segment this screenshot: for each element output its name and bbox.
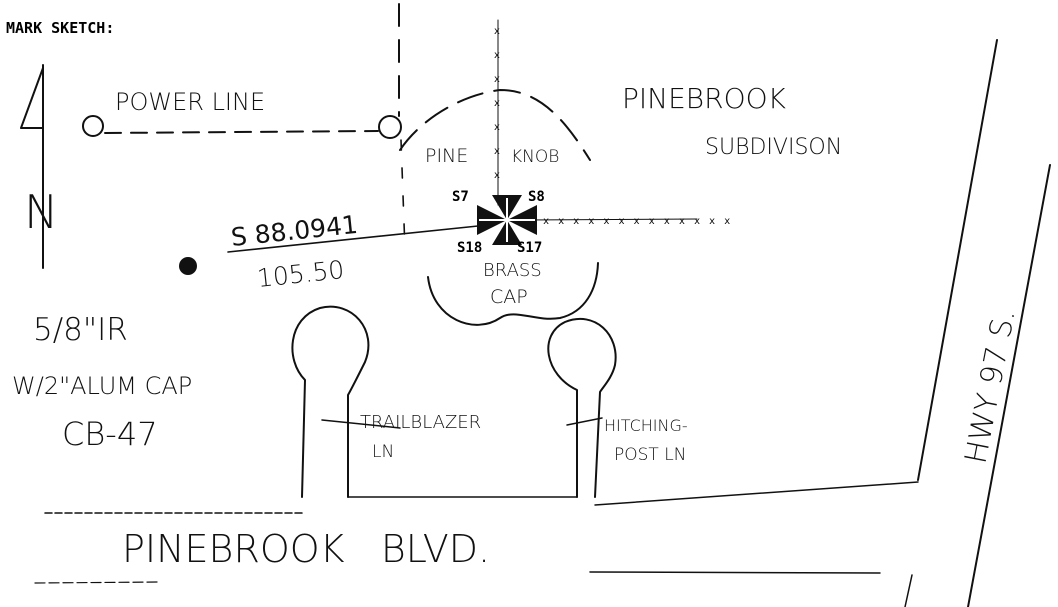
pine-label: PINE	[425, 145, 468, 167]
hwy-97-east-edge	[967, 164, 1051, 607]
hwy-97-west-edge	[917, 39, 998, 481]
trailblazer-label: TRAILBLAZER	[360, 412, 481, 433]
hitching-label: HITCHING-	[604, 416, 688, 435]
trailblazer-ln-road	[291, 305, 370, 498]
iron-rod-monument	[179, 257, 197, 275]
corner-mark-s7: S7	[452, 189, 469, 205]
iron-rod-label: 5/8"IR	[33, 312, 128, 348]
svg-text:x: x	[494, 122, 500, 133]
knob-label: KNOB	[511, 147, 559, 167]
fence-east: x x x x x x x x x x x x x x	[524, 216, 733, 227]
north-arrow: N	[20, 64, 58, 269]
corner-mark-s8: S8	[528, 189, 545, 205]
iron-rod-cap-label: W/2"ALUM CAP	[12, 372, 192, 400]
svg-text:x: x	[494, 170, 500, 181]
iron-rod-id: CB-47	[62, 415, 158, 453]
blvd-label: PINEBROOK BLVD.	[122, 527, 490, 571]
cap-mound-contour	[427, 262, 599, 326]
north-label: N	[24, 185, 58, 239]
power-line: POWER LINE	[82, 3, 406, 251]
svg-text:x: x	[494, 74, 500, 85]
svg-text:x: x	[494, 50, 500, 61]
hitching-post-ln-road	[547, 317, 617, 498]
svg-text:x: x	[494, 98, 500, 109]
hitching-suffix: POST LN	[614, 445, 686, 465]
tie-distance: 105.50	[256, 255, 346, 293]
hwy-97-label: HWY 97 S.	[958, 306, 1022, 466]
power-pole-east	[378, 115, 402, 139]
cap-label: CAP	[490, 286, 528, 308]
svg-text:x x x x x x x x x x x x x x: x x x x x x x x x x x x x x	[528, 216, 733, 227]
subdivision-label: SUBDIVISON	[705, 135, 842, 160]
subdivision-name: PINEBROOK	[622, 82, 787, 115]
corner-mark-s18: S18	[457, 240, 482, 256]
sketch-title: MARK SKETCH:	[6, 19, 114, 37]
tie-line	[227, 225, 479, 253]
svg-text:x: x	[494, 26, 500, 37]
pine-knob-contour	[399, 89, 591, 161]
corner-mark-s17: S17	[517, 240, 542, 256]
svg-text:x: x	[494, 146, 500, 157]
power-line-label: POWER LINE	[115, 88, 265, 116]
brass-label: BRASS	[483, 260, 542, 281]
power-pole-west	[82, 115, 104, 137]
fence-north: x x x x x x x	[494, 19, 500, 206]
trailblazer-suffix: LN	[372, 442, 394, 462]
section-corner-symbol	[477, 195, 537, 245]
